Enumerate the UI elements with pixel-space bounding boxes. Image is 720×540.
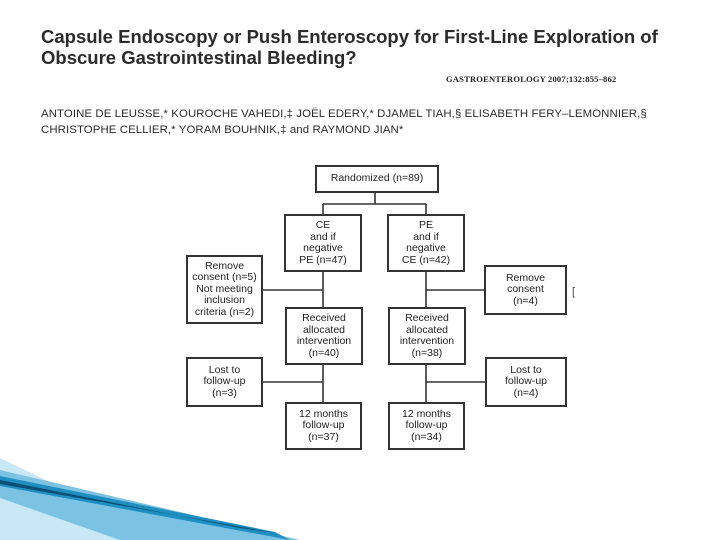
ce-followup-box: 12 months follow-up (n=37) (285, 402, 362, 450)
journal-citation: GASTROENTEROLOGY 2007;132:855–862 (446, 74, 617, 84)
randomized-box: Randomized (n=89) (315, 165, 439, 193)
pe-arm-box: PE and if negative CE (n=42) (387, 214, 465, 272)
author-list: ANTOINE DE LEUSSE,* KOUROCHE VAHEDI,‡ JO… (41, 108, 647, 136)
left-lost-box: Lost to follow-up (n=3) (186, 357, 263, 407)
right-lost-box: Lost to follow-up (n=4) (485, 357, 567, 407)
ce-arm-box: CE and if negative PE (n=47) (284, 214, 362, 272)
side-bracket-mark: [ (572, 286, 576, 298)
slide-title: Capsule Endoscopy or Push Enteroscopy fo… (41, 26, 658, 68)
pe-followup-box: 12 months follow-up (n=34) (388, 402, 465, 450)
left-excluded-box: Remove consent (n=5) Not meeting inclusi… (186, 255, 263, 324)
right-excluded-box: Remove consent (n=4) (484, 265, 567, 315)
ce-received-box: Received allocated intervention (n=40) (285, 307, 363, 365)
pe-received-box: Received allocated intervention (n=38) (388, 307, 466, 365)
